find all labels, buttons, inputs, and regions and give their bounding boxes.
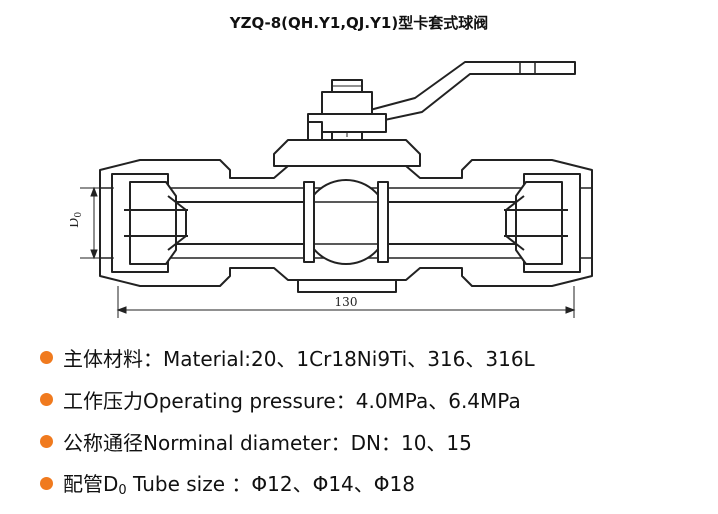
ball-valve-drawing: D0 130: [70, 61, 593, 318]
handle-lever: [369, 61, 576, 123]
stem-nut: [321, 91, 373, 115]
spec-tube-size: 配管D0 Tube size ：Φ12、Φ14、Φ18: [40, 462, 710, 504]
spec-pressure-text: 工作压力Operating pressure：4.0MPa、6.4MPa: [63, 388, 521, 413]
length-dimension-label: 130: [335, 295, 358, 309]
bullet-icon: [40, 392, 53, 406]
spec-tube-size-text: 配管D0 Tube size ：Φ12、Φ14、Φ18: [63, 472, 415, 498]
spec-pressure: 工作压力Operating pressure：4.0MPa、6.4MPa: [40, 378, 710, 420]
valve-body-top: [273, 139, 421, 167]
d0-label: D0: [70, 212, 84, 228]
spec-list: 主体材料：Material:20、1Cr18Ni9Ti、316、316L 工作压…: [40, 336, 710, 504]
bullet-icon: [40, 476, 53, 490]
page-title: YZQ-8(QH.Y1,QJ.Y1)型卡套式球阀: [229, 14, 489, 32]
spec-diameter-text: 公称通径Norminal diameter：DN：10、15: [63, 430, 472, 455]
spec-material: 主体材料：Material:20、1Cr18Ni9Ti、316、316L: [40, 336, 710, 378]
bullet-icon: [40, 350, 53, 364]
bullet-icon: [40, 434, 53, 448]
ball: [303, 179, 389, 265]
spec-material-text: 主体材料：Material:20、1Cr18Ni9Ti、316、316L: [63, 346, 535, 371]
spec-diameter: 公称通径Norminal diameter：DN：10、15: [40, 420, 710, 462]
